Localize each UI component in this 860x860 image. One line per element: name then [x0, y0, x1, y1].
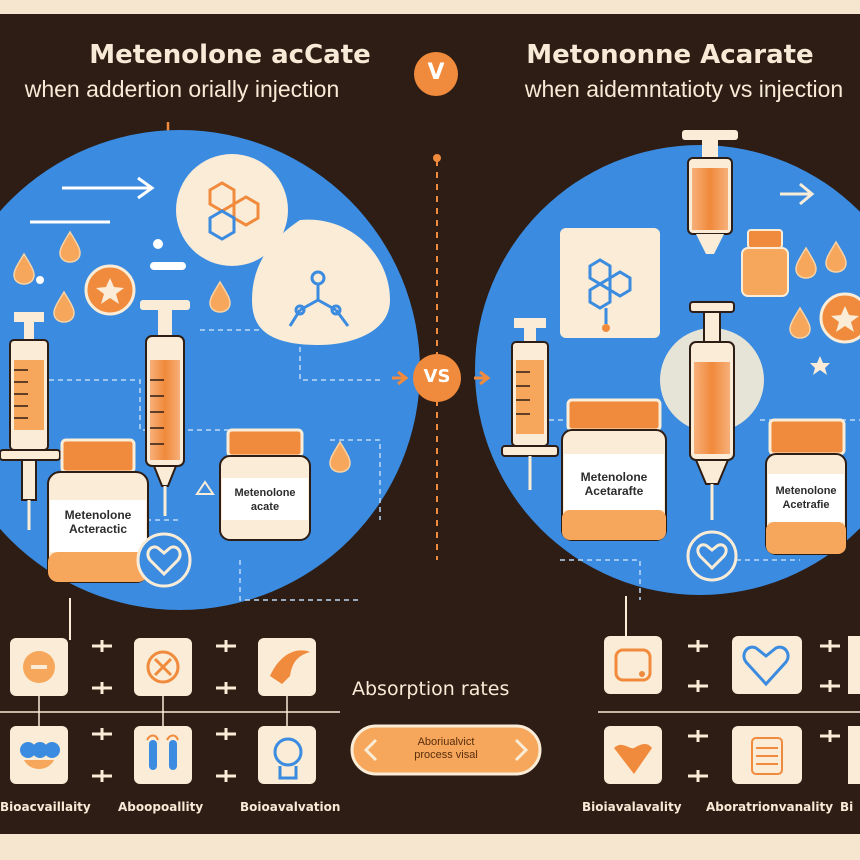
heart-badge-right: [686, 530, 738, 582]
vial-icon-left: [47, 438, 149, 583]
left-footer-label-3: Boioavalvation: [240, 800, 341, 814]
heart-badge: [136, 532, 192, 588]
left-subtitle: when addertion orially injection: [24, 76, 340, 102]
molecule-icon: [208, 181, 260, 241]
syringe-icon-right-center: [689, 301, 735, 520]
arrow-right-icon-right: [780, 182, 815, 206]
vial-icon-right: [219, 428, 311, 541]
sparkle-icon: [810, 356, 830, 375]
dash-dot: [433, 154, 441, 162]
clock-icon: [146, 650, 180, 684]
vial-icon-right-left: [561, 398, 667, 541]
syringe-icon-right-top: [682, 130, 738, 254]
vial-icon-right-right: [765, 418, 847, 555]
left-dots: [36, 239, 163, 284]
top-badge-label: V: [427, 60, 445, 85]
star-icon-right: [831, 306, 859, 332]
right-bottle-label: Metenolone Acetarafte: [580, 470, 648, 498]
left-title: Metenolone acCate: [89, 40, 371, 70]
right-footer-label-3: Bi: [840, 800, 854, 814]
right-bottle-label-2: Metenolone Acetrafie: [775, 485, 837, 511]
bird-icon: [270, 650, 310, 684]
star-icon: [96, 278, 124, 304]
left-footer-label-1: Bioacvaillaity: [0, 800, 91, 814]
camera-icon: [614, 648, 652, 682]
plus-connectors-right: [688, 640, 840, 782]
vs-badge-circle: [413, 354, 461, 402]
pill-bar-icon: [150, 262, 186, 270]
absorption-heading: Absorption rates: [352, 678, 510, 700]
chevron-right-icon: [514, 738, 529, 762]
edge-card: [848, 636, 860, 694]
molecule-icon-right: [588, 258, 632, 332]
right-title: Metononne Acarate: [526, 40, 814, 70]
edge-card-2: [848, 726, 860, 784]
syringe-icon-right-left: [501, 318, 559, 490]
plus-connectors-left: [92, 640, 236, 782]
heart-icon: [146, 545, 182, 577]
left-footer-label-2: Aboopoallity: [118, 800, 204, 814]
heart-outline-icon: [742, 645, 790, 687]
syringe-icon-center: [140, 300, 190, 516]
syringe-icon: [0, 312, 61, 530]
beaker-icon: [273, 737, 303, 780]
process-pill-text: Aboriualvict process visal: [414, 736, 478, 761]
molecule-icon-2: [288, 270, 350, 327]
molecule-cluster-icon: [20, 742, 60, 769]
process-pill: [350, 724, 542, 776]
heart-burst-icon: [614, 743, 652, 774]
arrow-right-icon-mid-right: [474, 370, 491, 386]
vs-badge-label: VS: [423, 366, 451, 387]
triangle-icon: [195, 480, 215, 495]
chevron-left-icon: [363, 738, 378, 762]
vial-icon-small: [741, 229, 789, 297]
left-bottle-label: Metenolone Acteractic: [64, 508, 132, 536]
right-subtitle: when aidemntatioty vs injection: [524, 76, 844, 102]
arrow-right-icon-mid-left: [392, 370, 409, 386]
molecule-bubble: [176, 154, 288, 266]
left-bottle-label-2: Metenolone acate: [234, 487, 296, 513]
heart-icon-right: [696, 543, 728, 571]
left-row-ticks: [38, 696, 288, 726]
pills-icon: [146, 734, 179, 770]
arrow-right-icon: [30, 176, 155, 224]
right-footer-label-2: Aboratrionvanality: [706, 800, 834, 814]
right-footer-label-1: Bioiavalavality: [582, 800, 682, 814]
top-badge-circle: [414, 52, 458, 96]
bottle-icon-bars: [751, 737, 783, 775]
